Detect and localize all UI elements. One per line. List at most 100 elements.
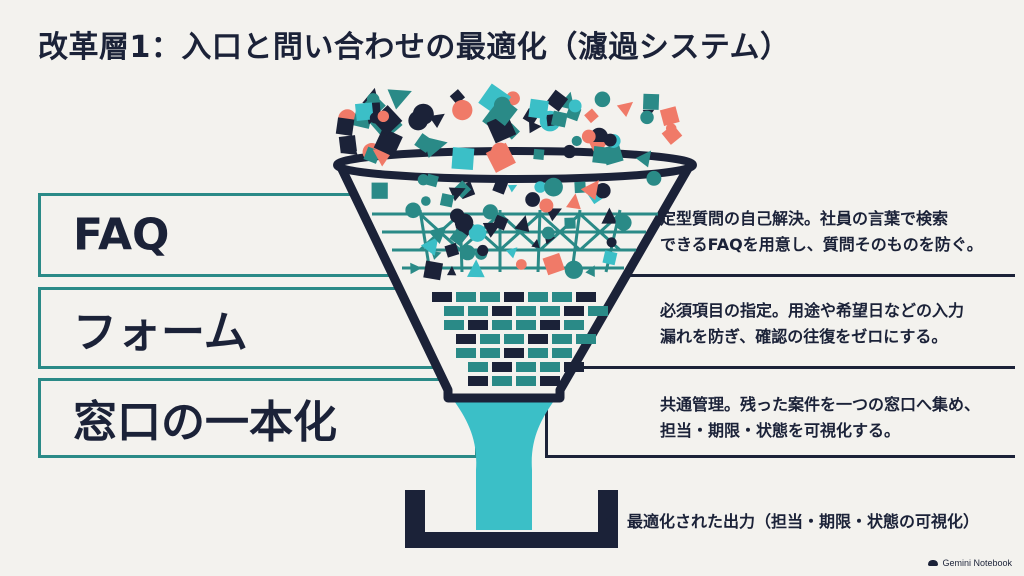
particle-shape [492, 178, 509, 195]
form-brick [552, 348, 572, 358]
particle-shape [405, 202, 421, 219]
form-brick [444, 306, 464, 316]
particle-shape [515, 259, 527, 270]
form-brick [480, 334, 500, 344]
particle-shape [335, 117, 355, 136]
particle-shape [541, 226, 555, 240]
particle-shape [414, 133, 435, 154]
form-brick [588, 306, 608, 316]
form-brick [504, 348, 524, 358]
layer-faq-desc-line1: 定型質問の自己解決。社員の言葉で検索 [660, 209, 949, 228]
particle-shape [410, 262, 422, 275]
layer-window-desc-line2: 担当・期限・状態を可視化する。 [660, 421, 901, 440]
particle-shape [525, 192, 540, 207]
particle-shape [594, 91, 611, 108]
particle-shape [439, 193, 455, 208]
particle-shape [341, 138, 358, 156]
brand-name: Gemini Notebook [942, 558, 1012, 568]
particle-shape [514, 215, 530, 233]
particle-shape [494, 143, 509, 159]
particle-shape [592, 146, 611, 165]
particle-shape [564, 260, 583, 279]
particle-shape [449, 228, 468, 247]
particle-shape [420, 236, 439, 256]
particle-shape [454, 213, 474, 232]
particle-shape [585, 265, 595, 278]
particle-shape [387, 89, 412, 110]
layer-window-box: 窓口の一本化 [38, 378, 478, 458]
form-brick [576, 334, 596, 344]
particle-shape [646, 170, 662, 186]
particle-shape [486, 113, 517, 144]
form-brick [540, 306, 560, 316]
particle-shape [459, 245, 476, 261]
particle-shape [590, 127, 608, 146]
form-brick [468, 306, 488, 316]
particle-shape [581, 129, 596, 144]
output-stream [452, 398, 556, 530]
particle-shape [544, 177, 563, 197]
particle-shape [546, 89, 569, 112]
particle-shape [571, 135, 582, 147]
output-tray [405, 490, 618, 548]
form-brick [528, 292, 548, 302]
layer-faq-description: 定型質問の自己解決。社員の言葉で検索 できるFAQを用意し、質問そのものを防ぐ。 [660, 206, 1010, 258]
particle-shape [580, 180, 599, 201]
layer-form-description: 必須項目の指定。用途や希望日などの入力 漏れを防ぎ、確認の往復をゼロにする。 [660, 298, 1010, 350]
particle-shape [528, 98, 549, 120]
particle-shape [531, 239, 540, 249]
layer-window-desc-line1: 共通管理。残った案件を一つの窓口へ集め、 [660, 395, 981, 414]
particle-shape [425, 173, 439, 188]
particle-shape [452, 99, 473, 121]
particle-shape [482, 222, 502, 238]
layer-window-bracket [545, 378, 1015, 458]
form-brick [540, 362, 560, 372]
gemini-logo-icon [928, 560, 939, 566]
particle-shape [635, 150, 652, 168]
particle-shape [550, 110, 568, 128]
form-brick [564, 320, 584, 330]
form-brick [504, 292, 524, 302]
particle-shape [507, 184, 518, 193]
particle-shape [354, 102, 374, 122]
particle-shape [423, 260, 444, 281]
funnel-body [335, 160, 695, 403]
form-brick [504, 334, 524, 344]
particle-shape [421, 196, 431, 206]
particle-shape [533, 148, 545, 160]
particle-shape [488, 96, 518, 127]
form-brick [528, 348, 548, 358]
particle-shape [505, 247, 518, 259]
form-brick [564, 306, 584, 316]
form-brick [432, 292, 452, 302]
particle-shape [371, 182, 388, 199]
form-brick [528, 334, 548, 344]
particle-shape [642, 93, 660, 110]
particle-shape [534, 181, 547, 193]
particle-shape [615, 214, 632, 231]
form-brick [468, 362, 488, 372]
particle-shape [659, 106, 680, 127]
form-brick [492, 362, 512, 372]
particle-shape [412, 103, 434, 125]
particle-shape [606, 237, 617, 248]
form-brick [516, 362, 536, 372]
particle-shape [446, 265, 457, 276]
form-brick [480, 292, 500, 302]
form-brick [564, 362, 584, 372]
form-brick [540, 376, 560, 386]
particle-shape [566, 193, 581, 210]
particle-shape [373, 127, 403, 157]
layer-form-desc-line1: 必須項目の指定。用途や希望日などの入力 [660, 301, 965, 320]
particle-shape [466, 259, 485, 278]
form-brick [552, 334, 572, 344]
particle-shape [602, 250, 618, 266]
particle-shape [377, 110, 390, 123]
form-brick [540, 320, 560, 330]
particle-shape [448, 187, 466, 202]
particle-shape [468, 224, 487, 242]
layer-window-description: 共通管理。残った案件を一つの窓口へ集め、 担当・期限・状態を可視化する。 [660, 392, 1010, 444]
inquiry-particles [335, 83, 683, 281]
form-brick [492, 320, 512, 330]
